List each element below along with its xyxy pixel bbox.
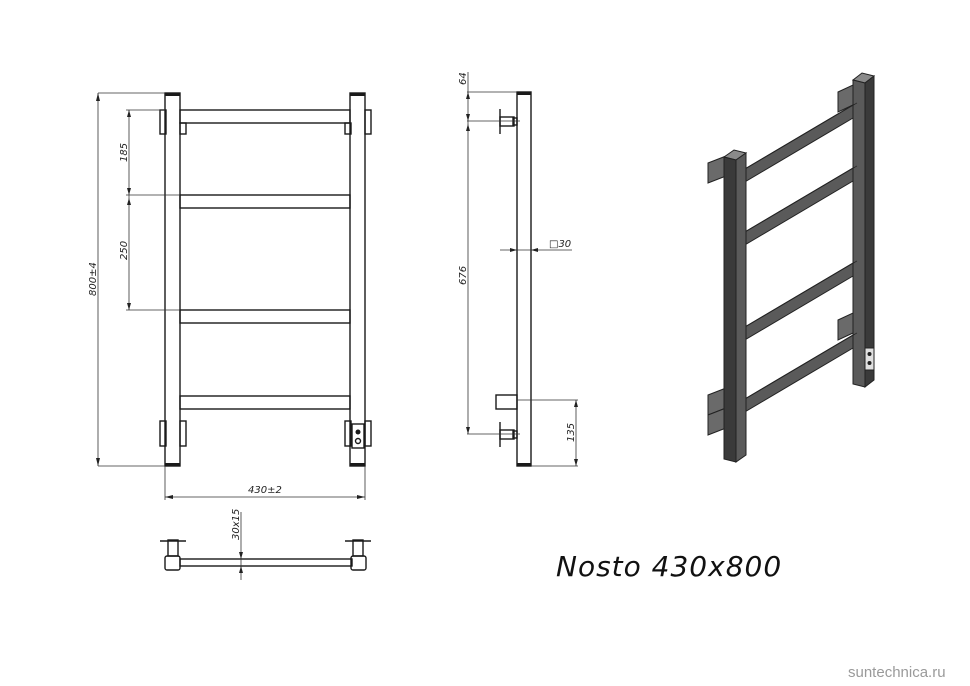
- dim-top-offset: 64: [458, 72, 469, 85]
- dim-width: 430±2: [248, 485, 282, 496]
- watermark: suntechnica.ru: [848, 664, 946, 681]
- dim-height: 800±4: [88, 262, 99, 296]
- side-view: 64 676 □30 135: [458, 72, 578, 467]
- dim-tube-section: □30: [549, 239, 571, 250]
- dim-bottom-offset: 135: [566, 423, 577, 442]
- isometric-view: [707, 72, 876, 463]
- dim-mount-spacing: 676: [458, 266, 469, 285]
- dim-spacing-top: 185: [119, 143, 130, 162]
- dim-bar-section: 30x15: [231, 509, 242, 540]
- dim-spacing-mid: 250: [119, 241, 130, 260]
- top-view: 30x15: [160, 509, 371, 580]
- drawing-title: Nosto 430x800: [556, 550, 783, 583]
- front-view: 800±4 185 250 430±2: [88, 92, 372, 500]
